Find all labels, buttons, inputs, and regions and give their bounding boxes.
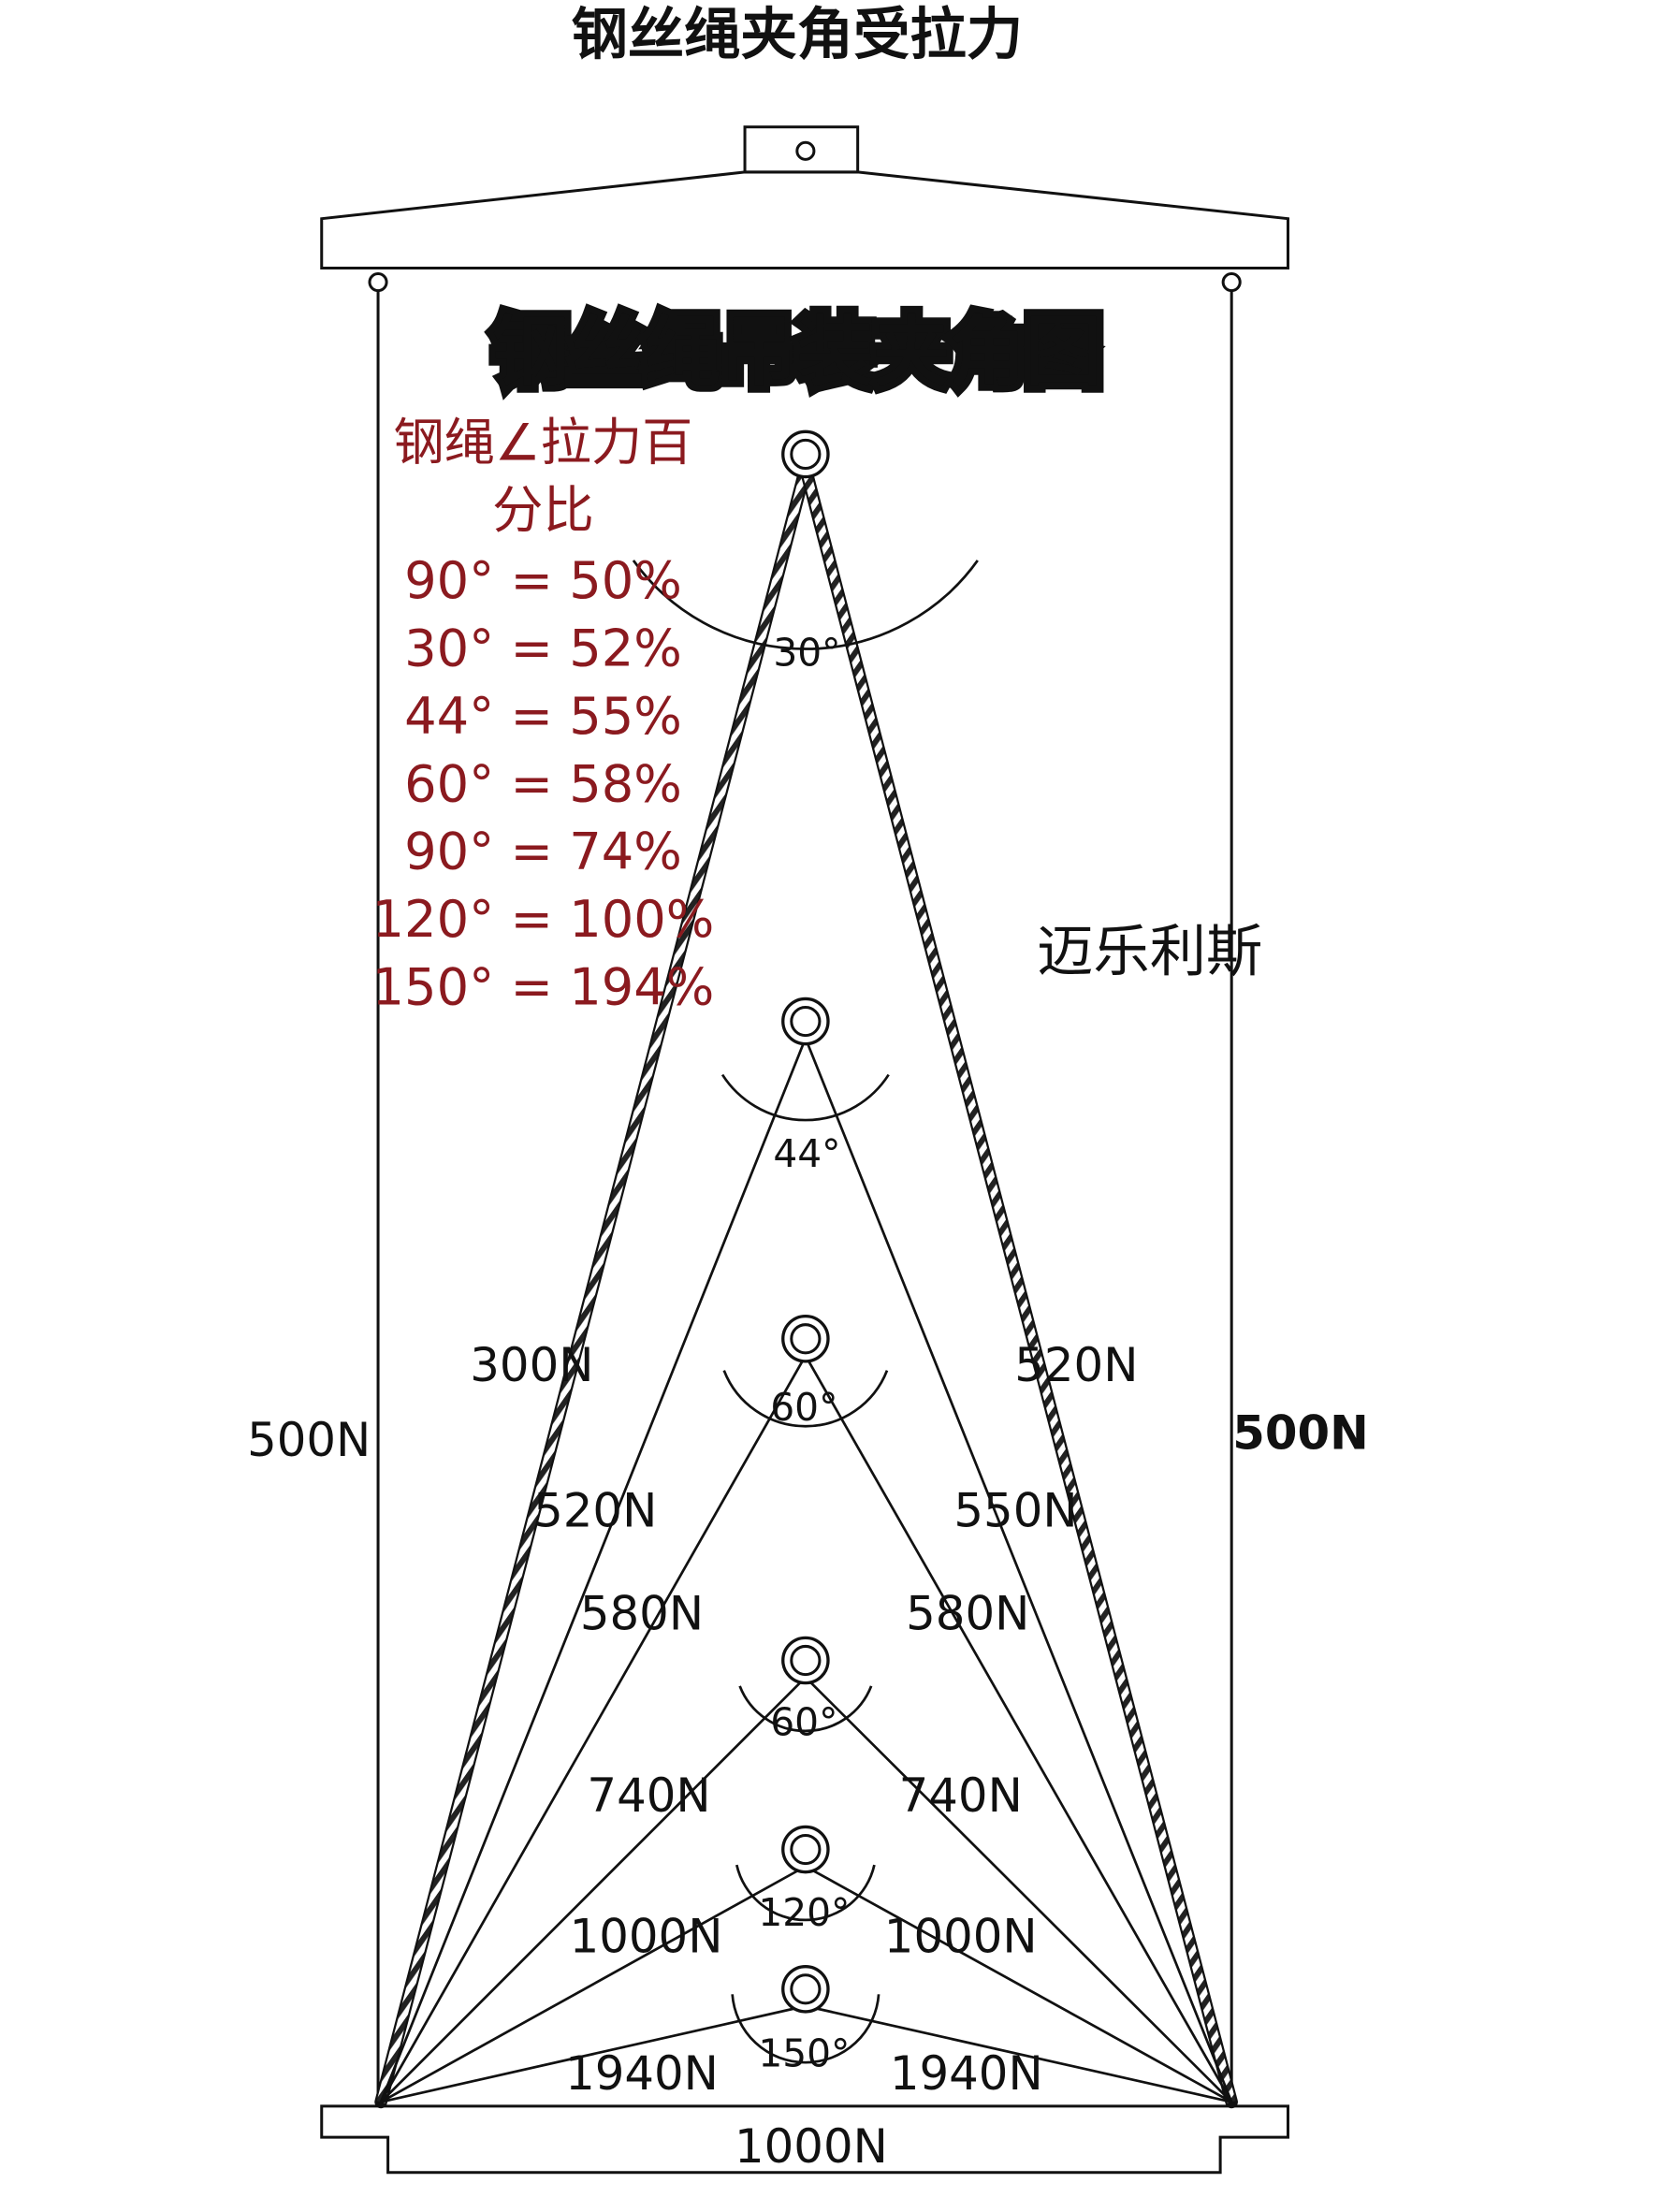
legend-heading: 钢绳∠拉力百 (393, 413, 692, 472)
angle-arc (735, 1864, 876, 1922)
wire-rope-twist (801, 467, 1236, 2103)
force-label: 1940N (565, 2046, 719, 2101)
bottom-beam (320, 2104, 1289, 2175)
legend-row: 150° = 194% (372, 957, 715, 1016)
force-label: 740N (899, 1768, 1023, 1823)
percentage-legend: 钢绳∠拉力百 分比 90° = 50% 30° = 52% 44° = 55% … (372, 413, 715, 1016)
legend-row: 30° = 52% (404, 619, 682, 678)
sling-line (805, 1865, 1232, 2103)
slings (374, 461, 1238, 2109)
force-label: 520N (533, 1483, 657, 1537)
force-label: 740N (587, 1768, 710, 1823)
angle-label: 60° (770, 1699, 837, 1744)
sling-line (805, 2004, 1232, 2103)
angle-arc (632, 560, 979, 650)
legend-heading: 分比 (492, 481, 594, 540)
force-label: 1000N (884, 1910, 1038, 1964)
angle-arc (722, 1370, 889, 1428)
sling-line (380, 1676, 807, 2103)
lifting-ring-inner (790, 1833, 822, 1866)
lifting-ring-inner (790, 1323, 822, 1355)
force-label: 550N (953, 1483, 1077, 1537)
lifting-ring-inner (790, 1644, 822, 1677)
force-label: 500N (247, 1413, 371, 1467)
sling-line (379, 1355, 808, 2103)
force-label: 580N (580, 1586, 704, 1640)
top-beam (320, 125, 1289, 293)
angle-label: 120° (758, 1890, 850, 1935)
force-label: 1940N (890, 2046, 1043, 2101)
angle-arc (738, 1685, 873, 1733)
angle-label: 150° (758, 2031, 850, 2076)
angle-label: 30° (773, 631, 840, 676)
angle-arc (731, 1994, 880, 2064)
sling-line (379, 1038, 808, 2103)
legend-row: 44° = 55% (404, 687, 682, 746)
angle-label: 60° (770, 1385, 837, 1430)
force-label: 300N (470, 1338, 593, 1392)
sling-line (804, 1676, 1233, 2103)
diagram-subtitle: 钢丝绳吊装夹角图 (492, 308, 1101, 397)
sling-line (380, 2004, 807, 2103)
lifting-ring-inner (790, 1973, 822, 2005)
watermark: 迈乐利斯 (1037, 919, 1262, 984)
wire-rope-twist (376, 467, 810, 2103)
legend-row: 90° = 74% (404, 822, 682, 881)
angle-arc (720, 1073, 890, 1122)
force-label: 580N (906, 1586, 1029, 1640)
angle-label: 44° (773, 1131, 840, 1176)
legend-row: 120° = 100% (372, 890, 715, 949)
sling-line (804, 1038, 1233, 2103)
legend-row: 60° = 58% (404, 754, 682, 813)
lifting-ring-inner (790, 438, 822, 471)
sling-line (804, 1355, 1233, 2103)
force-label: 520N (1014, 1338, 1138, 1392)
page-title: 钢丝绳夹角受拉力 (572, 2, 1023, 67)
force-label: 1000N (570, 1910, 723, 1964)
sling-line (380, 1865, 807, 2103)
force-label: 500N (1232, 1405, 1369, 1460)
legend-row: 90° = 50% (404, 551, 682, 610)
force-label: 1000N (735, 2119, 888, 2174)
rings (781, 429, 830, 2014)
lifting-ring-inner (790, 1005, 822, 1038)
